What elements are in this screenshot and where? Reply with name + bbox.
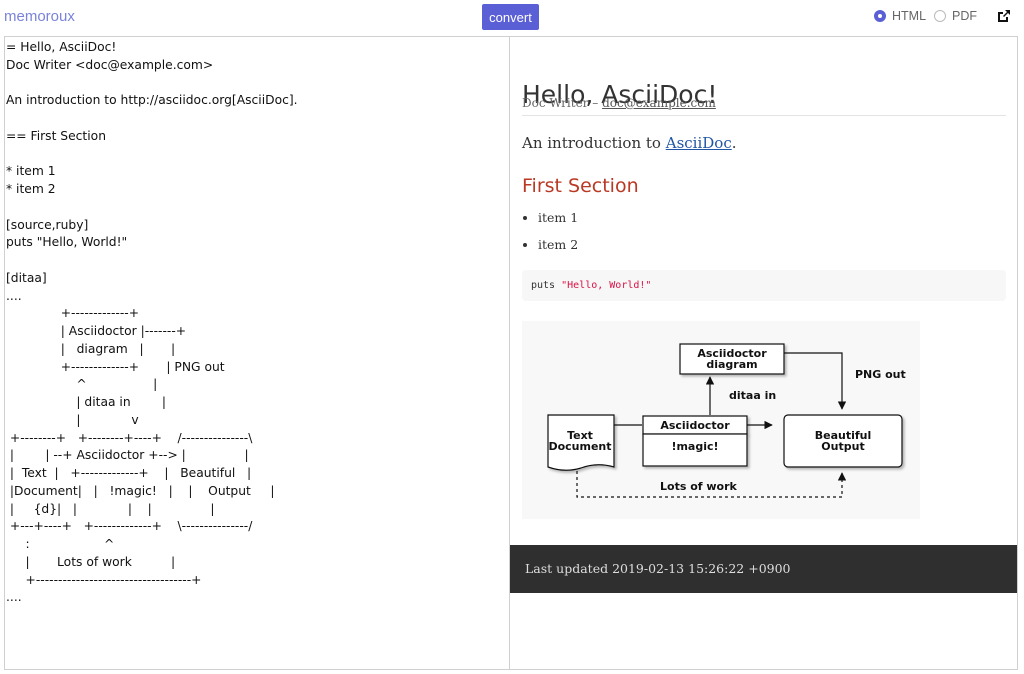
- editor-source-text[interactable]: = Hello, AsciiDoc! Doc Writer <doc@examp…: [6, 40, 298, 605]
- author-separator: –: [588, 96, 603, 110]
- ditaa-diagram: Asciidoctor diagram PNG out ditaa in Tex…: [522, 321, 920, 519]
- diagram-label: Beautiful: [815, 429, 872, 442]
- source-editor[interactable]: = Hello, AsciiDoc! Doc Writer <doc@examp…: [4, 36, 510, 670]
- author-name: Doc Writer: [522, 96, 589, 110]
- intro-text: An introduction to: [522, 134, 666, 152]
- intro-suffix: .: [731, 134, 737, 152]
- diagram-label: ditaa in: [729, 389, 776, 402]
- html-radio-label[interactable]: HTML: [892, 9, 927, 23]
- code-line: puts "Hello, World!": [531, 280, 651, 291]
- pdf-radio-label[interactable]: PDF: [952, 9, 977, 23]
- header-divider: [522, 115, 1006, 116]
- preview-pane: Hello, AsciiDoc! Doc Writer – doc@exampl…: [510, 36, 1018, 670]
- diagram-box-output: [783, 414, 903, 468]
- diagram-label: Asciidoctor: [660, 419, 730, 432]
- doc-details: Doc Writer – doc@example.com: [522, 96, 716, 110]
- diagram-box-asciidoctor-diagram: [679, 343, 785, 375]
- code-keyword: puts: [531, 280, 562, 291]
- diagram-label: Text: [567, 429, 593, 442]
- diagram-label: Asciidoctor: [697, 347, 767, 360]
- intro-paragraph: An introduction to AsciiDoc.: [522, 134, 737, 152]
- html-radio[interactable]: [874, 10, 886, 22]
- diagram-box-magic: [642, 433, 748, 467]
- diagram-box-text-document: [547, 414, 615, 471]
- diagram-label: Document: [548, 440, 611, 453]
- app-brand: memoroux: [4, 8, 75, 25]
- asciidoc-link[interactable]: AsciiDoc: [665, 134, 732, 152]
- list-item: item 1: [538, 209, 578, 236]
- diagram-label: PNG out: [855, 368, 906, 381]
- last-updated-text: Last updated 2019-02-13 15:26:22 +0900: [525, 561, 791, 576]
- list-item: item 2: [538, 236, 578, 263]
- top-toolbar: memoroux convert HTML PDF: [0, 0, 1024, 36]
- code-string: "Hello, World!": [561, 280, 652, 291]
- external-link-icon[interactable]: [997, 9, 1011, 23]
- diagram-label: !magic!: [671, 440, 718, 453]
- diagram-label: Lots of work: [660, 480, 738, 493]
- preview-footer: Last updated 2019-02-13 15:26:22 +0900: [510, 545, 1017, 593]
- section-title: First Section: [522, 175, 639, 197]
- doc-title: Hello, AsciiDoc!: [522, 79, 718, 109]
- item-list: item 1 item 2: [522, 209, 578, 263]
- pdf-radio[interactable]: [934, 10, 946, 22]
- code-block: puts "Hello, World!": [522, 270, 1006, 301]
- diagram-label: diagram: [706, 358, 757, 371]
- author-email-link[interactable]: doc@example.com: [602, 96, 716, 110]
- convert-button[interactable]: convert: [482, 4, 539, 30]
- diagram-label: Output: [821, 440, 864, 453]
